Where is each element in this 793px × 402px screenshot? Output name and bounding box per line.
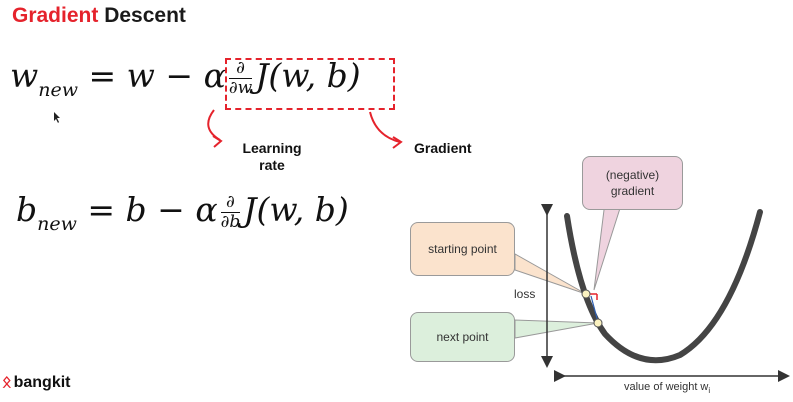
title-word-gradient: Gradient xyxy=(12,4,99,27)
loss-curve-diagram xyxy=(514,201,790,382)
b-frac-num: ∂ xyxy=(220,192,241,213)
b-equals: = xyxy=(87,190,116,229)
next-point-callout: next point xyxy=(410,312,515,362)
w-new-var: w xyxy=(10,56,39,95)
b-cost-function: J(w, b) xyxy=(243,190,349,229)
mouse-cursor-icon xyxy=(54,112,60,123)
gradient-arrow-icon xyxy=(369,111,401,143)
next-point-pointer xyxy=(514,319,599,339)
b-frac-den: ∂b xyxy=(220,211,241,232)
w-new-subscript: new xyxy=(38,79,78,101)
b-new-var: b xyxy=(16,190,38,229)
learning-rate-line2: rate xyxy=(259,157,285,173)
learning-rate-label: Learning rate xyxy=(232,140,312,174)
title-word-descent: Descent xyxy=(104,4,186,27)
weight-axis-subscript: i xyxy=(708,386,711,395)
bangkit-logo-icon: ᛟ xyxy=(2,374,12,391)
w-frac-den: ∂w xyxy=(228,77,253,98)
learning-rate-line1: Learning xyxy=(242,140,302,156)
w-partial-fraction: ∂∂w xyxy=(228,58,253,98)
w-frac-num: ∂ xyxy=(228,58,253,79)
b-new-subscript: new xyxy=(37,213,77,235)
bangkit-logo-text: bangkit xyxy=(13,374,71,391)
w-minus: − xyxy=(165,56,194,95)
starting-point-callout: starting point xyxy=(410,222,515,276)
negative-gradient-line2: gradient xyxy=(610,184,655,198)
loss-axis-label: loss xyxy=(514,287,536,301)
w-cost-function: J(w, b) xyxy=(255,56,361,95)
negative-gradient-pointer xyxy=(593,201,623,291)
negative-gradient-callout: (negative) gradient xyxy=(582,156,683,210)
gradient-label: Gradient xyxy=(414,140,472,156)
w-var: w xyxy=(126,56,155,95)
b-var: b xyxy=(125,190,147,229)
negative-gradient-line1: (negative) xyxy=(605,168,660,182)
next-point-marker xyxy=(593,318,603,328)
slide-title: Gradient Descent xyxy=(12,4,186,28)
weight-axis-text: value of weight w xyxy=(624,381,709,393)
b-minus: − xyxy=(157,190,185,229)
starting-point-marker xyxy=(581,289,591,299)
b-partial-fraction: ∂∂b xyxy=(220,192,241,232)
loss-curve xyxy=(564,209,763,364)
gradient-highlight-box xyxy=(225,58,395,110)
w-alpha: α xyxy=(203,56,226,95)
learning-rate-arrow-icon xyxy=(207,109,221,141)
b-alpha: α xyxy=(195,190,218,229)
w-equals: = xyxy=(88,56,117,95)
weight-axis-label: value of weight wi xyxy=(624,381,710,395)
